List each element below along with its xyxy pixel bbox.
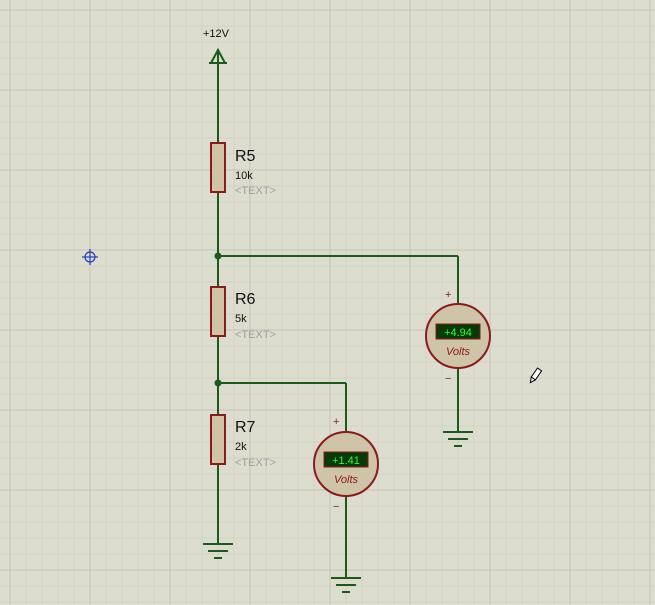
resistor-value: 5k: [235, 313, 247, 325]
resistor-ref: R7: [235, 419, 256, 436]
resistor-text-placeholder: <TEXT>: [235, 329, 276, 341]
resistor-text-placeholder: <TEXT>: [235, 185, 276, 197]
voltmeter-minus-terminal: −: [445, 373, 451, 385]
ground-symbol[interactable]: [443, 431, 473, 447]
ground-symbol[interactable]: [331, 577, 361, 593]
junction-dot: [214, 252, 222, 260]
voltmeter-display: [435, 323, 481, 340]
voltmeter-reading: +4.94: [444, 327, 472, 339]
resistor-value: 2k: [235, 441, 247, 453]
origin-marker-icon[interactable]: [82, 249, 98, 265]
voltmeter-plus-terminal: +: [333, 416, 339, 428]
voltmeter-unit: Volts: [334, 474, 359, 486]
ground-symbol[interactable]: [203, 543, 233, 559]
resistor-ref: R5: [235, 148, 256, 165]
resistor-value: 10k: [235, 170, 253, 182]
resistor-r6[interactable]: R6 5k <TEXT>: [210, 286, 276, 341]
resistor-r7[interactable]: R7 2k <TEXT>: [210, 414, 276, 469]
junction-dot: [214, 379, 222, 387]
voltmeter-display: [323, 451, 369, 468]
voltmeter-plus-terminal: +: [445, 289, 451, 301]
power-label: +12V: [203, 28, 230, 40]
voltmeter-reading: +1.41: [332, 455, 360, 467]
power-terminal[interactable]: +12V: [203, 28, 230, 64]
voltmeter-unit: Volts: [446, 346, 471, 358]
resistor-ref: R6: [235, 291, 256, 308]
voltmeter-2[interactable]: +1.41 Volts + −: [313, 416, 379, 513]
voltmeter-minus-terminal: −: [333, 501, 339, 513]
wires: [217, 63, 459, 578]
resistor-text-placeholder: <TEXT>: [235, 457, 276, 469]
voltmeter-1[interactable]: +4.94 Volts + −: [425, 289, 491, 385]
pencil-cursor-icon: [529, 367, 543, 384]
resistor-r5[interactable]: R5 10k <TEXT>: [210, 142, 276, 197]
